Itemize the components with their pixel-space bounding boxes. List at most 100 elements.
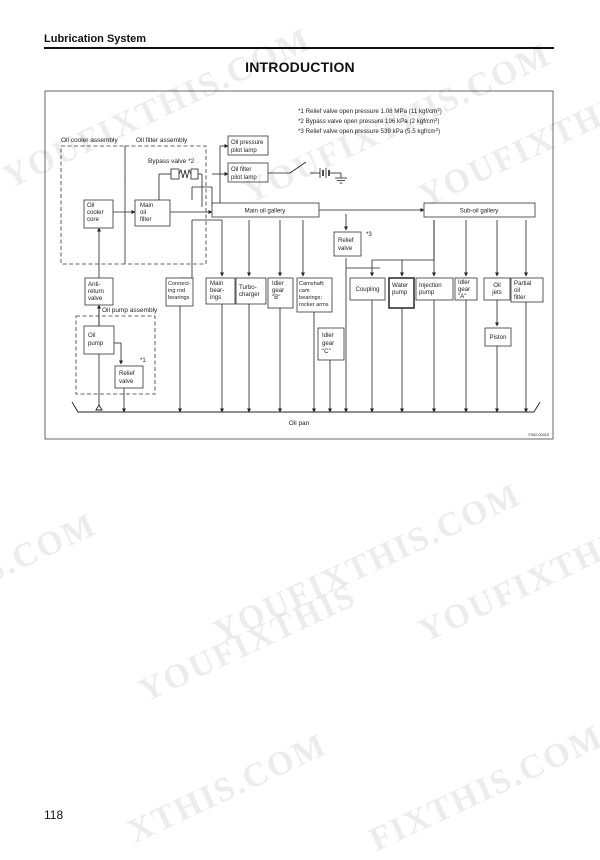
oil-filter-lamp-label-1: Oil filter [231, 167, 251, 173]
relief-valve-1-label-2: valve [119, 378, 134, 385]
connecting-rod-label-1: Connect- [168, 281, 191, 287]
water-pump-box [388, 277, 415, 309]
idler-gear-c-label-2: gear [322, 340, 334, 347]
camshaft-box [296, 277, 333, 313]
coupling-label: Coupling [355, 286, 379, 293]
bypass-valve-label: Bypass valve *2 [148, 158, 195, 165]
pressure-notes: *1 Relief valve open pressure 1.08 MPa (… [298, 107, 442, 135]
camshaft-label-3: bearings; [299, 295, 322, 301]
oil-cooler-core-label-3: core [87, 216, 99, 223]
lubrication-diagram: *1 Relief valve open pressure 1.08 MPa (… [44, 90, 554, 440]
sub-oil-gallery-label: Sub-oil gallery [460, 208, 500, 215]
lubrication-diagram-svg: *1 Relief valve open pressure 1.08 MPa (… [44, 90, 554, 440]
oil-pressure-lamp-label-1: Oil pressure [231, 140, 264, 146]
turbocharger-box [235, 277, 267, 305]
idler-gear-c-box [317, 327, 345, 361]
connecting-rod-label-3: bearings [168, 295, 190, 301]
note-3: *3 Relief valve open pressure 539 kPa (5… [298, 127, 440, 135]
partial-oil-filter-box [510, 277, 544, 303]
injection-pump-label-1: Injection [419, 282, 442, 289]
relief-valve-3-label-2: valve [338, 245, 353, 252]
main-oil-filter-box [134, 199, 171, 227]
main-oil-filter-label-2: oil [140, 209, 146, 216]
turbocharger-label-2: charger [239, 291, 260, 298]
injection-pump-box [415, 277, 454, 301]
idler-gear-a-label-2: gear [458, 286, 470, 293]
oil-flow-lines [97, 144, 528, 413]
main-bearings-label-2: bear- [210, 287, 224, 294]
idler-gear-b-label-3: "B" [272, 294, 280, 301]
camshaft-label-4: rocker arms [299, 302, 329, 308]
oil-jets-label-2: jets [491, 289, 501, 296]
coupling-box [349, 277, 386, 301]
idler-gear-b-box [267, 277, 294, 309]
watermark: YOUFIXTHIS [412, 517, 600, 651]
turbocharger-label-1: Turbo- [239, 284, 257, 291]
oil-filter-assembly-outline [124, 145, 207, 265]
oil-jets-label-1: Oil [493, 282, 500, 289]
oil-pump-assembly-label: Oil pump assembly [102, 307, 158, 314]
idler-gear-a-label-1: Idler [458, 279, 470, 286]
oil-cooler-core-label-2: cooler [87, 209, 104, 216]
oil-pressure-lamp-label-2: pilot lamp [231, 148, 257, 154]
switch-battery-circuit [268, 161, 347, 184]
main-oil-gallery-box [211, 202, 320, 218]
idler-gear-c-label-1: Idler [322, 332, 334, 339]
piston-label: Piston [490, 334, 507, 341]
partial-oil-filter-label-1: Partial [514, 280, 531, 287]
idler-gear-a-box [454, 277, 478, 301]
idler-gear-b-label-1: Idler [272, 280, 284, 287]
oil-pump-label-2: pump [88, 340, 104, 347]
note-1: *1 Relief valve open pressure 1.08 MPa (… [298, 107, 442, 115]
main-bearings-label-3: ings [210, 294, 221, 301]
oil-filter-lamp-label-2: pilot lamp [231, 175, 257, 181]
main-oil-filter-label-1: Main [140, 202, 153, 209]
anti-return-label-1: Anti- [88, 281, 101, 288]
relief-valve-1-box [114, 365, 144, 389]
switch-contact [289, 161, 307, 174]
oil-pump-box [83, 325, 115, 355]
relief-valve-1-label-1: Relief [119, 370, 135, 377]
sub-oil-gallery-box [423, 202, 536, 218]
idler-gear-a-label-3: "A" [458, 293, 466, 300]
anti-return-valve-box [84, 277, 114, 306]
water-pump-label-1: Water [392, 282, 408, 289]
main-bearings-box [205, 277, 236, 305]
diagram-frame [44, 90, 554, 440]
partial-oil-filter-label-2: oil [514, 287, 520, 294]
relief-valve-1-mark: *1 [140, 357, 146, 364]
oil-pan-outline [71, 401, 541, 413]
note-2: *2 Bypass valve open pressure 196 kPa (2… [298, 117, 439, 125]
idler-gear-b-label-2: gear [272, 287, 284, 294]
oil-pump-label-1: Oil [88, 332, 95, 339]
camshaft-label-1: Camshaft; [299, 281, 325, 287]
oil-jets-box [483, 277, 511, 301]
oil-cooler-assembly-label: Oil cooler assembly [61, 137, 118, 144]
relief-valve-3-label-1: Relief [338, 237, 354, 244]
oil-filter-assembly-label: Oil filter assembly [136, 137, 188, 144]
anti-return-label-3: valve [88, 295, 103, 302]
anti-return-label-2: return [88, 288, 104, 295]
partial-oil-filter-label-3: filter [514, 294, 526, 301]
oil-pump-assembly-outline [75, 315, 156, 395]
watermark: XTHIS.COM [122, 726, 333, 851]
connecting-rod-bearings-box [165, 277, 194, 307]
header-rule [44, 47, 554, 49]
watermark: YOUFIXTHIS [132, 577, 362, 711]
page-number: 118 [44, 808, 64, 822]
injection-pump-label-2: pump [419, 289, 435, 296]
camshaft-label-2: cam [299, 288, 310, 294]
watermark: FIXTHIS.COM [363, 718, 600, 859]
connecting-rod-label-2: ing rod [168, 288, 185, 294]
oil-cooler-core-box [83, 199, 114, 229]
idler-gear-c-label-3: "C" [322, 348, 331, 355]
figure-code: F002-00015 [529, 433, 549, 437]
main-oil-filter-label-3: filter [140, 216, 152, 223]
main-bearings-label-1: Main [210, 280, 223, 287]
page-title: INTRODUCTION [245, 59, 355, 75]
oil-pan-label: Oil pan [289, 420, 310, 427]
piston-box [484, 327, 512, 347]
section-title: Lubrication System [44, 33, 147, 45]
watermark: S.COM [0, 506, 103, 591]
main-oil-gallery-label: Main oil gallery [245, 208, 287, 215]
